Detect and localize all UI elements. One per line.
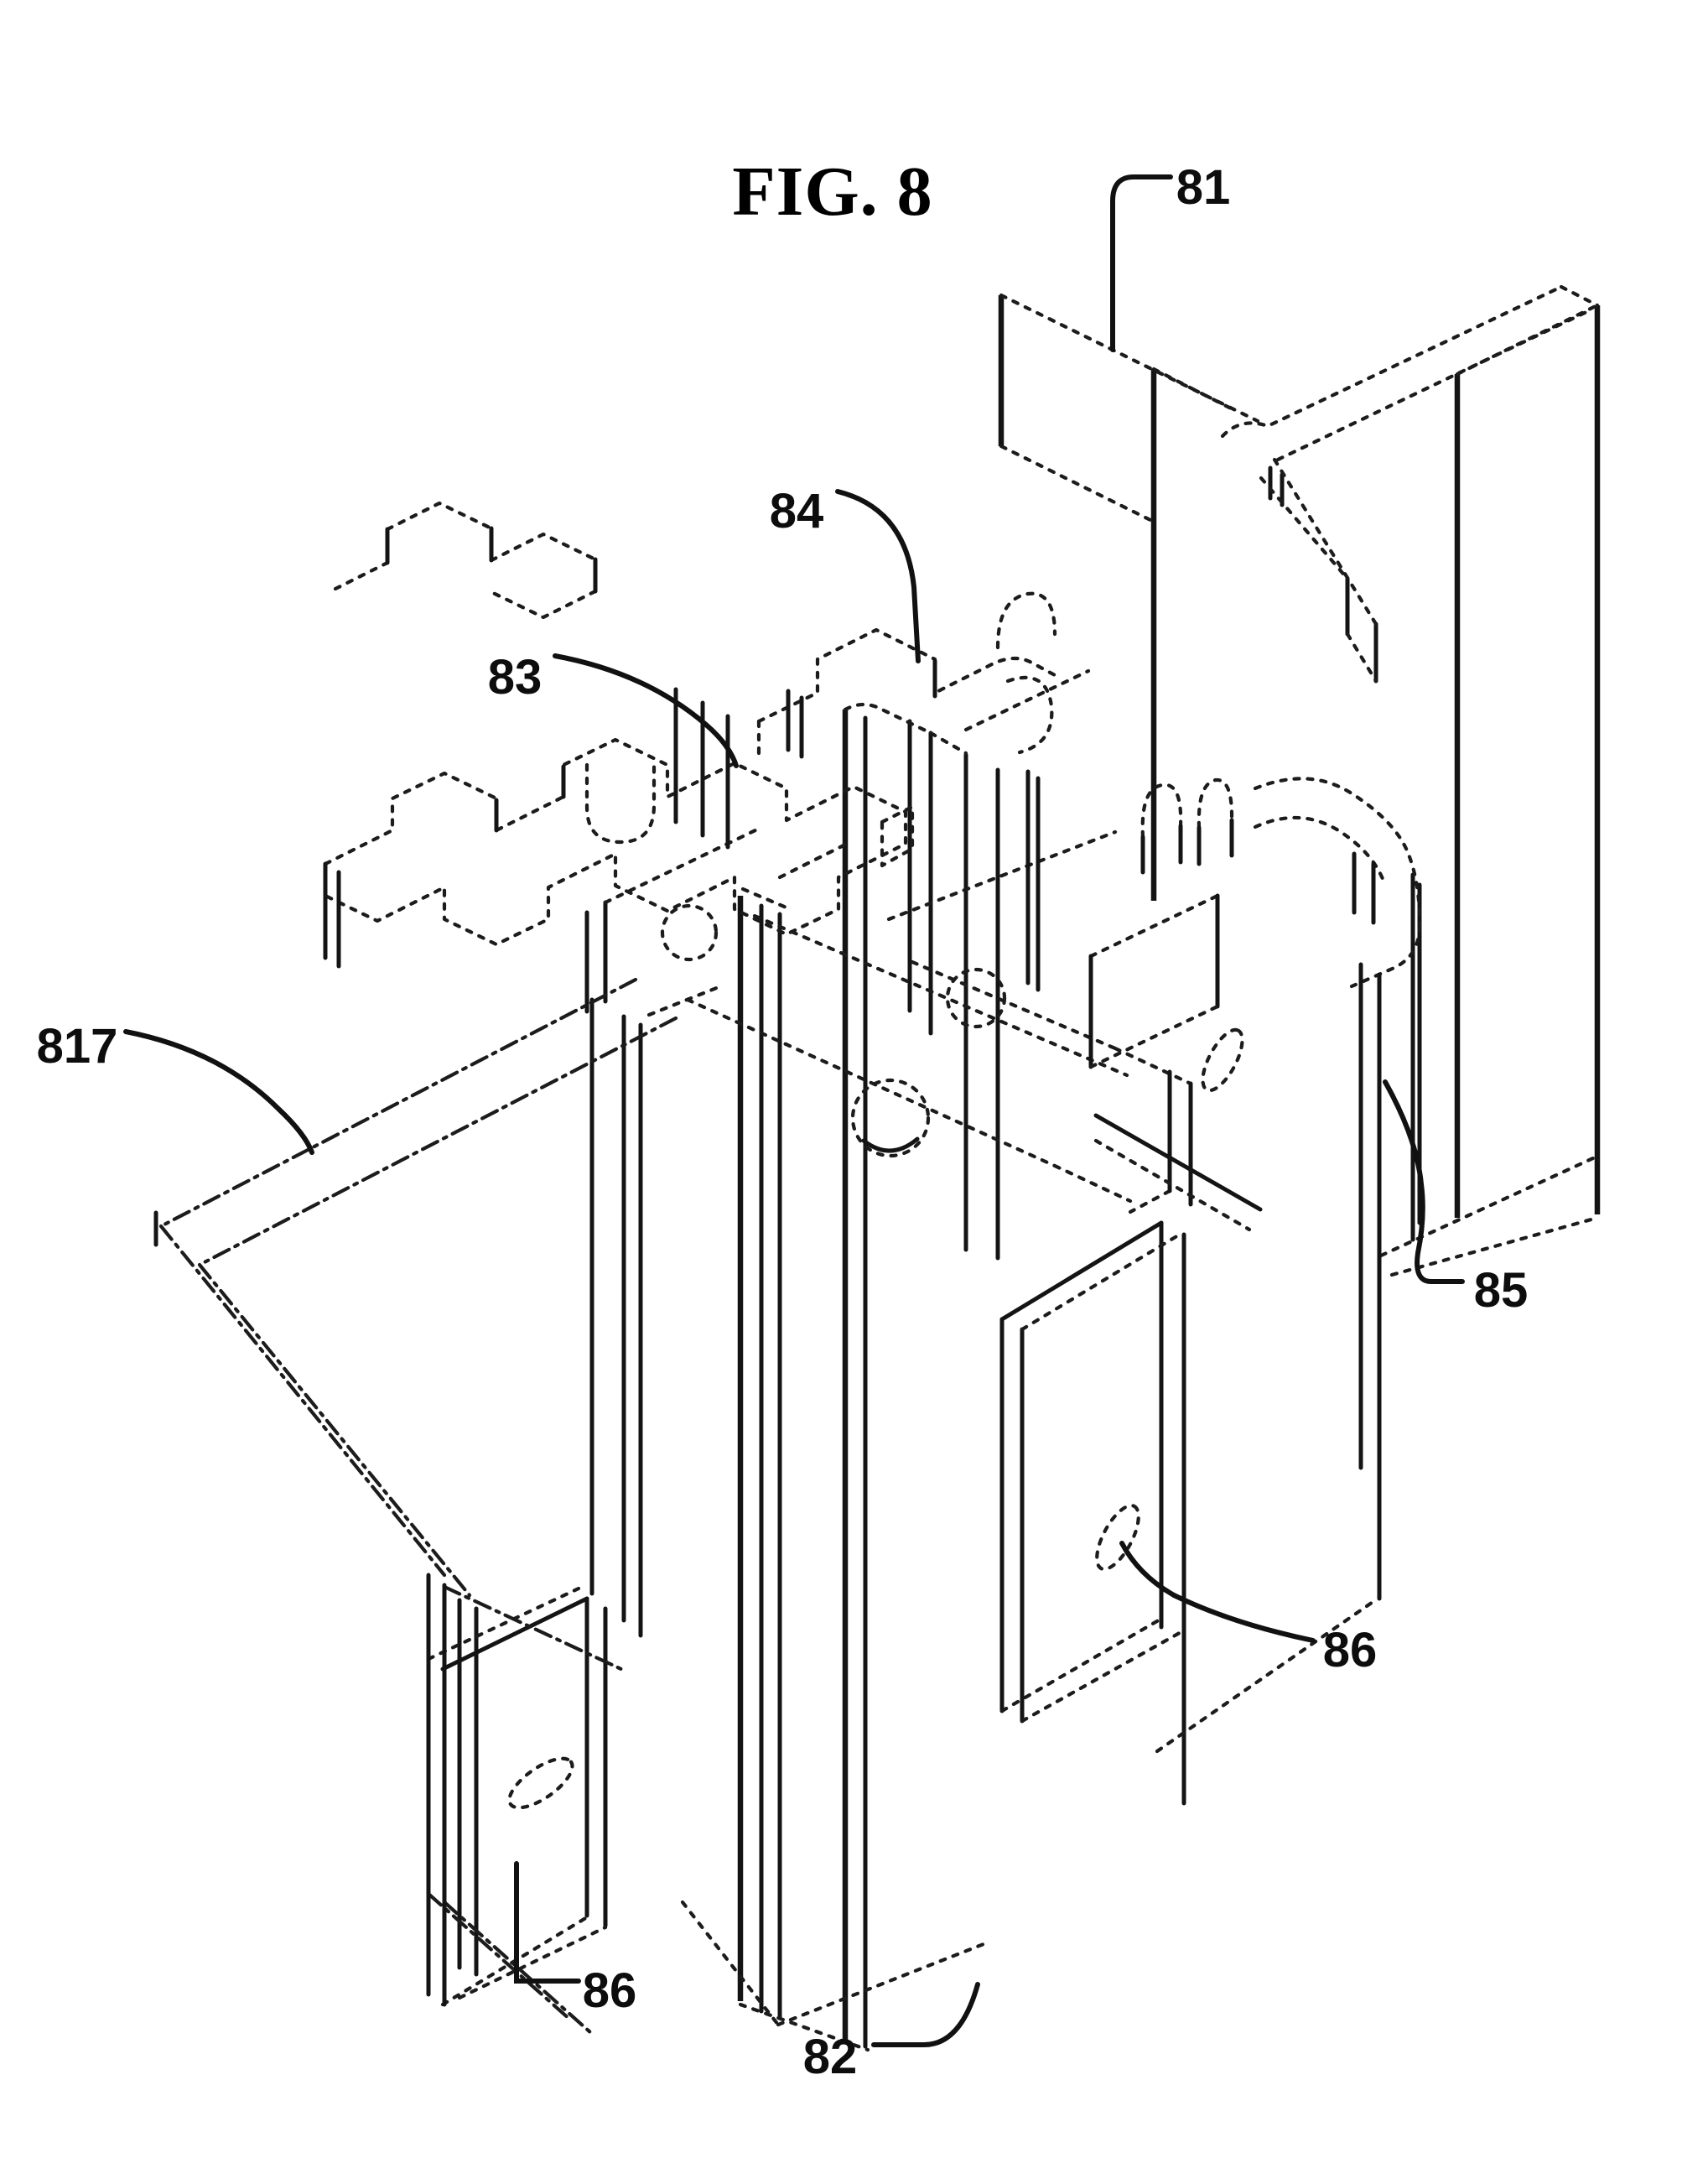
part-82-mullion: [584, 668, 1193, 2052]
leader-86a: [1119, 1541, 1316, 1643]
ref-label-817: 817: [37, 1019, 118, 1074]
part-83-profile: [323, 501, 1007, 1029]
ref-label-86a: 86: [1323, 1623, 1378, 1677]
leader-86b: [514, 1861, 581, 1984]
part-84-clip: [756, 591, 1059, 992]
part-86-bracket-right: [999, 962, 1382, 1806]
part-85-clip: [1088, 777, 1422, 1232]
ref-label-86b: 86: [583, 1963, 637, 2018]
part-817-bar: [153, 977, 678, 2036]
leader-85: [1383, 1079, 1465, 1284]
ref-label-83: 83: [488, 650, 543, 705]
ref-label-82: 82: [803, 2030, 858, 2084]
leader-82: [871, 1982, 980, 2047]
part-81-panel: [998, 284, 1601, 1277]
ref-label-84: 84: [770, 484, 824, 538]
ref-label-81: 81: [1176, 160, 1231, 215]
leader-84: [835, 489, 921, 663]
ref-label-85: 85: [1474, 1263, 1529, 1318]
leader-83: [553, 653, 739, 768]
figure-title: FIG. 8: [732, 153, 932, 231]
reference-labels: 81 84 83 817 85 86 86 82: [37, 160, 1529, 2084]
part-86-bracket-left: [426, 1586, 608, 2007]
leader-817: [123, 1029, 314, 1155]
leader-81: [1110, 174, 1173, 352]
